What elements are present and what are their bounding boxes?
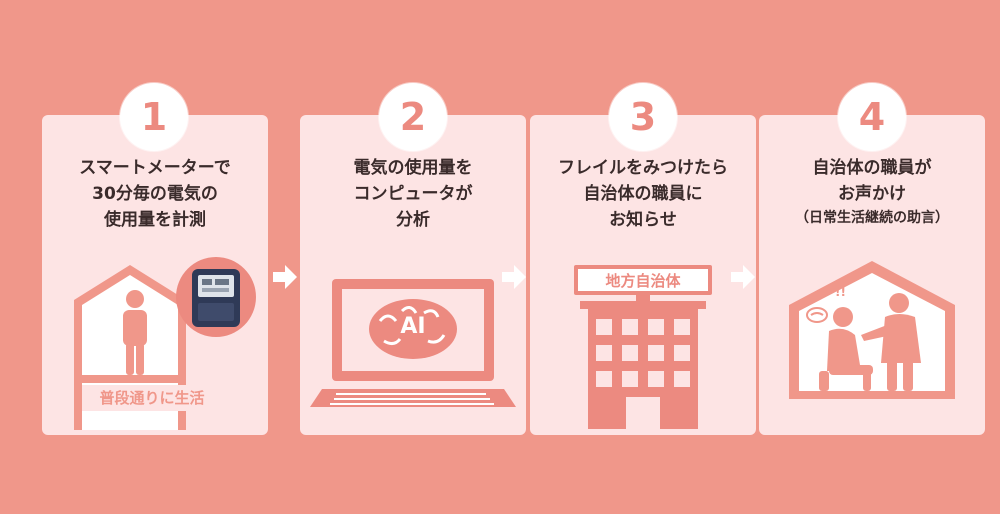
- building-windows: [596, 319, 690, 429]
- local-government-sign: 地方自治体: [605, 272, 681, 290]
- step-1-line-2: 30分毎の電気の: [92, 184, 218, 204]
- step-number-4: 4: [838, 83, 906, 151]
- step-1-line-3: 使用量を計測: [104, 210, 206, 230]
- person-icon: [123, 290, 147, 375]
- arrow-right-icon: [731, 265, 755, 289]
- step-card-2: 電気の使用量を コンピュータが 分析 AI: [300, 115, 526, 435]
- daily-life-label: 普段通りに生活: [82, 385, 222, 411]
- step-1-line-1: スマートメーターで: [79, 158, 231, 178]
- step-3-line-1: フレイルをみつけたら: [558, 158, 728, 178]
- brain-icon: [369, 299, 457, 359]
- step-number-3: 3: [609, 83, 677, 151]
- step-4-line-2: お声かけ: [838, 184, 906, 204]
- smart-meter-icon: [176, 257, 256, 337]
- step-number-2: 2: [379, 83, 447, 151]
- exclamation-mark: !!: [835, 285, 846, 299]
- building-illustration: [574, 265, 712, 429]
- step-2-line-1: 電気の使用量を: [353, 158, 473, 178]
- caregiver-illustration: [789, 261, 955, 399]
- arrow-right-icon: [502, 265, 526, 289]
- step-4-line-1: 自治体の職員が: [812, 158, 932, 178]
- step-3-line-2: 自治体の職員に: [583, 184, 703, 204]
- house-icon: [789, 261, 955, 399]
- laptop-illustration: [310, 279, 516, 407]
- step-2-line-3: 分析: [396, 210, 430, 230]
- ai-label: AI: [400, 314, 426, 339]
- step-number-1: 1: [120, 83, 188, 151]
- step-card-3: フレイルをみつけたら 自治体の職員に お知らせ 地方自治体: [530, 115, 756, 435]
- caregiver-icon: [819, 293, 921, 391]
- sigh-bubble-icon: [806, 307, 828, 323]
- step-text-4: 自治体の職員が お声かけ （日常生活継続の助言）: [759, 155, 985, 229]
- step-2-line-2: コンピュータが: [353, 184, 473, 204]
- step-text-2: 電気の使用量を コンピュータが 分析: [300, 155, 526, 233]
- step-text-1: スマートメーターで 30分毎の電気の 使用量を計測: [42, 155, 268, 233]
- step-4-sub-line: （日常生活継続の助言）: [795, 210, 949, 226]
- arrow-right-icon: [273, 265, 297, 289]
- step-card-4: 自治体の職員が お声かけ （日常生活継続の助言） !!: [759, 115, 985, 435]
- step-3-line-3: お知らせ: [609, 210, 677, 230]
- step-text-3: フレイルをみつけたら 自治体の職員に お知らせ: [530, 155, 756, 233]
- step-card-1: スマートメーターで 30分毎の電気の 使用量を計測 普段通りに生活: [42, 115, 268, 435]
